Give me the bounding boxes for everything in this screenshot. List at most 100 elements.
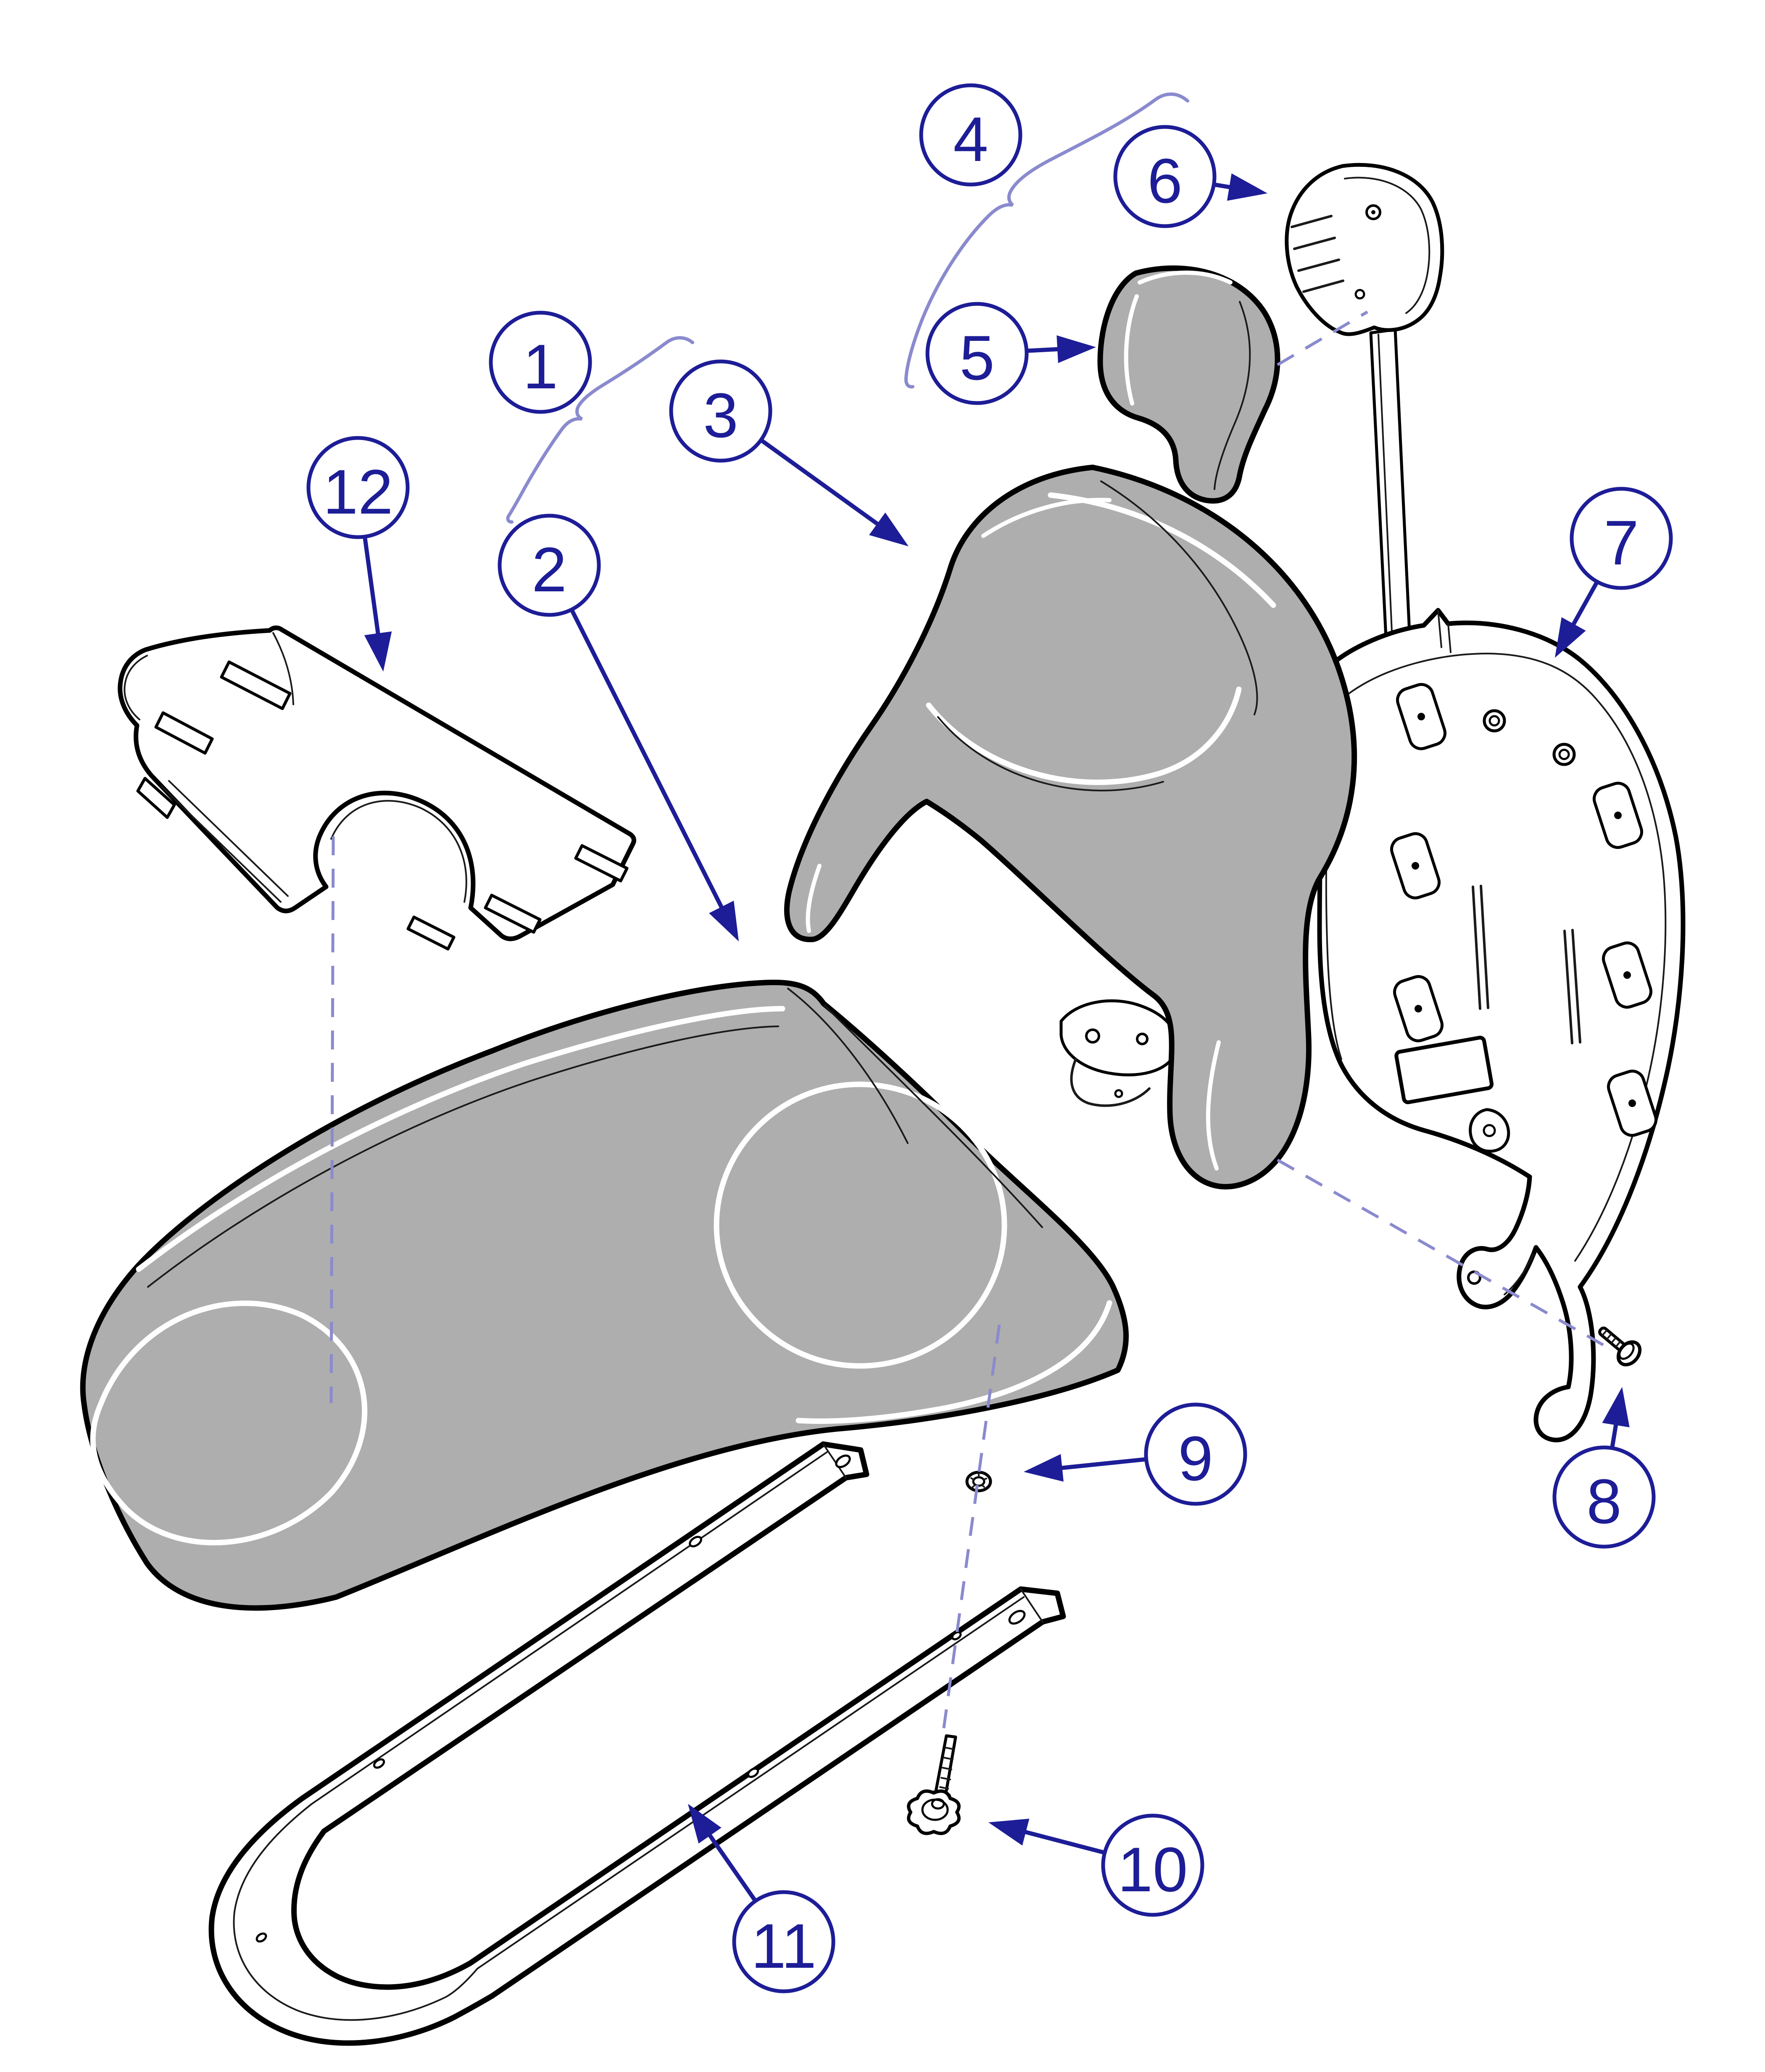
cover-outline	[118, 625, 636, 941]
callout-arrowhead	[1555, 617, 1586, 658]
frame-edge-line	[477, 1596, 1025, 1969]
panel-rib	[1563, 929, 1581, 1044]
callout-number: 11	[751, 1911, 817, 1981]
pivot-bracket-plate	[1059, 999, 1178, 1076]
cover-tab	[574, 844, 629, 883]
part-headrest-cushion	[1097, 265, 1280, 504]
screw-head-dome	[1618, 1342, 1635, 1360]
panel-boss	[1390, 832, 1441, 899]
panel-tab-hole	[1483, 1124, 1496, 1137]
callout-circle	[498, 514, 601, 617]
part-back-cover-panel	[1317, 608, 1686, 1442]
leader-brace-4	[904, 92, 1189, 389]
headrest-cushion-highlight	[1124, 294, 1139, 406]
callout-9: 9	[1024, 1402, 1247, 1506]
callout-arrowhead	[988, 1819, 1030, 1846]
seat-piping-bottom	[796, 1300, 1112, 1424]
callout-8: 8	[1552, 1387, 1656, 1549]
backrest-highlight-bowl	[926, 686, 1242, 785]
cover-notch-inner-line	[330, 800, 467, 903]
frame-outline	[208, 1441, 1066, 2046]
callout-number: 2	[532, 534, 566, 605]
callout-circle	[489, 311, 592, 414]
part-thumbscrew	[907, 1734, 961, 1835]
washer-serrations	[970, 1472, 987, 1488]
callout-arrowhead	[364, 631, 392, 672]
pivot-bracket-flange	[1070, 1058, 1151, 1107]
callout-circle	[1113, 125, 1217, 228]
callout-arrow-line	[1569, 580, 1599, 630]
headrest-cushion-body	[1097, 265, 1280, 504]
backrest-highlight-leg-left	[806, 864, 822, 933]
panel-outline	[1317, 608, 1686, 1442]
headrest-cushion-highlight	[1138, 270, 1233, 285]
panel-boss	[1393, 975, 1444, 1042]
callout-arrow-line	[569, 609, 726, 912]
callout-circle	[732, 1890, 835, 1993]
frame-edge-line	[311, 1451, 828, 1805]
callout-number: 10	[1118, 1834, 1188, 1905]
screw-threads	[1602, 1329, 1621, 1348]
callout-arrow-line	[1057, 1457, 1147, 1471]
panel-pin	[1483, 709, 1576, 766]
seat-hump-crease	[787, 988, 909, 1144]
callout-number: 7	[1604, 507, 1639, 578]
callout-arrowhead	[1602, 1387, 1630, 1428]
headrest-bracket-rib	[1302, 279, 1344, 293]
headrest-bracket-rib	[1297, 258, 1340, 272]
panel-rib	[1472, 885, 1489, 1010]
callout-6: 6	[1113, 125, 1267, 228]
leader-lines	[329, 92, 1604, 1731]
callout-4: 4	[919, 83, 1022, 187]
callout-arrowhead	[1024, 1454, 1064, 1482]
seat-pocket-seam	[90, 1300, 368, 1545]
callout-number: 1	[523, 331, 558, 402]
seat-bolster-seam	[714, 1081, 1007, 1369]
thumbscrew-knob-hub	[931, 1798, 945, 1810]
callout-arrowhead	[869, 512, 909, 546]
callout-arrowhead	[1227, 173, 1267, 201]
seat-piping-top	[136, 1006, 785, 1272]
callout-circle	[1570, 487, 1673, 590]
callout-circle	[306, 436, 410, 539]
callout-10: 10	[988, 1814, 1204, 1917]
seat-seam-top	[147, 1025, 779, 1288]
thumbscrew-knob	[907, 1789, 961, 1835]
callout-3: 3	[669, 359, 909, 546]
headrest-bracket-hole-dot	[1371, 210, 1375, 214]
pivot-bracket-pin	[1114, 1089, 1123, 1098]
callout-number: 12	[323, 456, 393, 527]
panel-top-slot	[1437, 609, 1452, 653]
cover-flap-line	[168, 780, 289, 897]
backrest-highlight-left	[981, 498, 1112, 538]
callout-arrow-line	[759, 438, 883, 529]
callout-circle	[1144, 1402, 1247, 1506]
part-seat-cushion	[80, 980, 1129, 1611]
callout-7: 7	[1555, 487, 1673, 658]
pivot-bracket-hole	[1136, 1033, 1149, 1045]
thumbscrew-stem	[934, 1734, 957, 1797]
leader-brace-1	[506, 336, 694, 524]
callout-number: 5	[959, 322, 994, 393]
callout-arrow-line	[1020, 1829, 1106, 1855]
part-screw	[1598, 1326, 1642, 1367]
headrest-bracket-inner-line	[1344, 177, 1430, 314]
callout-5: 5	[925, 302, 1096, 405]
callout-12: 12	[306, 436, 410, 672]
frame-bend-line	[233, 1803, 478, 2021]
part-seat-back-cover	[118, 625, 636, 951]
panel-boss	[1607, 1070, 1657, 1137]
frame-cap-crease	[822, 1443, 1043, 1623]
cover-tab	[484, 894, 542, 934]
panel-boss	[1602, 941, 1652, 1009]
assembly-dashed-headrest	[1277, 310, 1368, 366]
backrest-seam	[1100, 480, 1258, 715]
headrest-bracket-plate	[1285, 163, 1444, 336]
seat-edge-crease	[824, 1004, 1043, 1228]
callout-number: 9	[1178, 1423, 1213, 1494]
callout-number: 4	[953, 104, 988, 174]
part-backrest-pivot-bracket	[1059, 999, 1178, 1107]
callout-circle	[1552, 1445, 1656, 1549]
frame-holes	[256, 1454, 1026, 1943]
